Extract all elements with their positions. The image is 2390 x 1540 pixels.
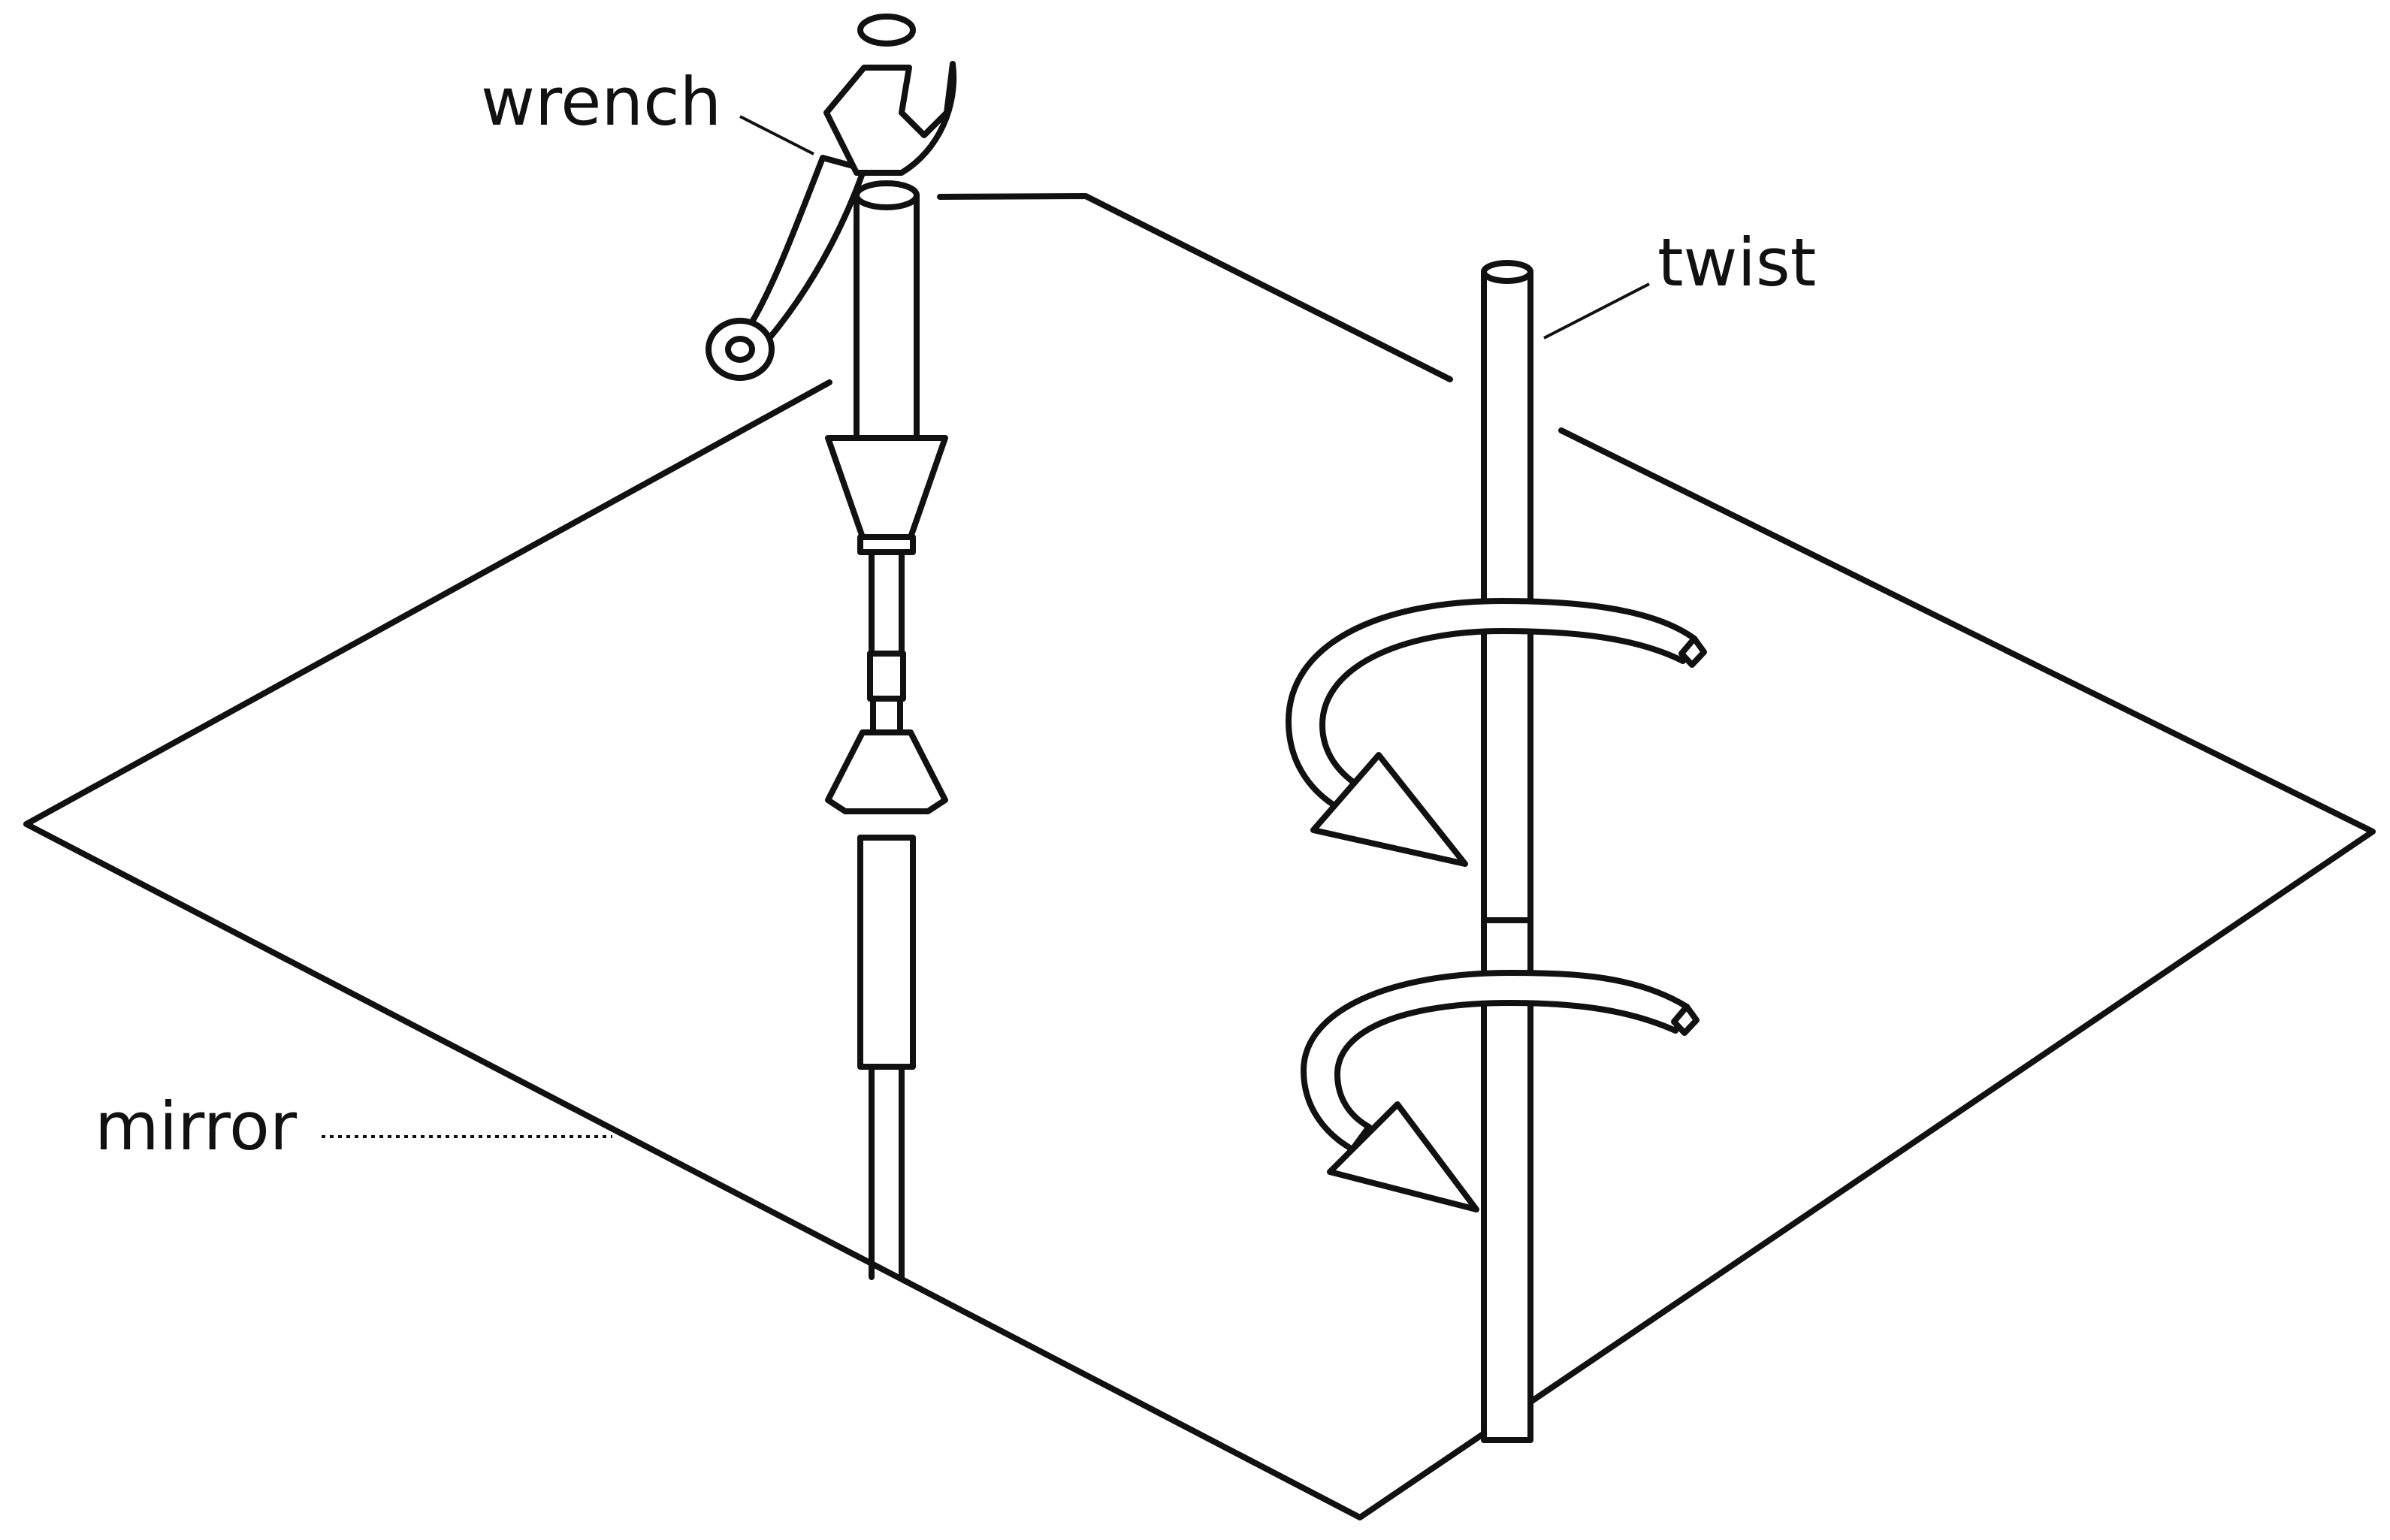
wrench-head-top	[857, 14, 916, 47]
left-rod-middle-segment	[867, 651, 906, 702]
twist-leader-line	[1543, 282, 1650, 340]
mirror-label: mirror	[95, 1088, 298, 1165]
wrench-handle	[748, 155, 867, 345]
left-rod-upper-shaft	[854, 192, 920, 441]
left-rod-cone-collar	[857, 534, 916, 555]
left-rod-lower-cone	[825, 729, 948, 814]
twist-label: twist	[1657, 224, 1817, 301]
wrench-ring-end	[706, 318, 775, 381]
twist-arrow-upper-head	[1310, 752, 1468, 867]
left-rod	[825, 180, 948, 1280]
right-rod-shaft	[1481, 269, 1533, 1443]
wrench-label: wrench	[481, 63, 722, 140]
wrench-leader-line	[739, 115, 814, 156]
left-rod-base	[869, 1064, 905, 1280]
twist-arrow-lower	[1301, 970, 1700, 1212]
mirror-plane-front-edges	[23, 379, 2376, 1520]
twist-arrow-lower-tail	[1671, 1004, 1700, 1036]
left-rod-upper-neck	[869, 549, 905, 657]
twist-arrow-lower-head	[1327, 1101, 1479, 1212]
mirror-plane	[23, 193, 2376, 1520]
mirror-plane-back-edge	[937, 193, 1453, 382]
wrench-ring-hole	[725, 336, 755, 363]
left-rod-lower-neck	[870, 696, 903, 735]
right-rod-top-cap	[1481, 260, 1533, 284]
left-rod-upper-cone	[825, 435, 948, 540]
wrench-jaw	[823, 61, 957, 176]
wrench-icon	[706, 14, 957, 381]
left-rod-top-cap	[854, 180, 920, 210]
left-rod-lower-shaft	[857, 835, 916, 1070]
twist-arrow-upper-tail	[1678, 636, 1707, 668]
twist-arrow-upper	[1286, 598, 1707, 867]
right-rod	[1481, 260, 1533, 1443]
